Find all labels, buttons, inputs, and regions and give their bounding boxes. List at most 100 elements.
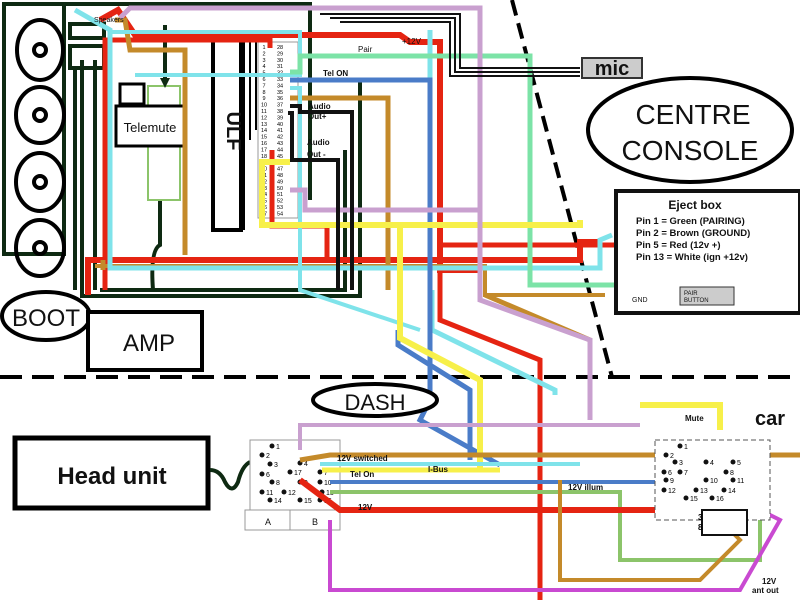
ant-out-label-2: ant out [752, 586, 779, 595]
centre-console-label-2: CONSOLE [622, 135, 759, 166]
connector-pin-label: 8 [276, 480, 280, 487]
speaker-4-icon [14, 218, 66, 278]
ulf-pin: 42 [277, 135, 283, 141]
ulf-pin: 14 [261, 128, 267, 134]
car-b-pin-label: 3 [698, 513, 703, 522]
car-pin-label: 3 [679, 460, 683, 467]
connector-pin [281, 489, 287, 495]
car-pin-label: 16 [716, 496, 724, 503]
eject-box-title: Eject box [668, 198, 722, 212]
pair-label: Pair [358, 45, 373, 54]
ulf-pin: 48 [277, 173, 283, 179]
car-pin-label: 6 [668, 470, 672, 477]
ulf-pin: 36 [277, 96, 283, 102]
car-pin-label: 13 [700, 488, 708, 495]
pair-button-label-1: PAIR [684, 291, 698, 297]
car-pin [683, 495, 689, 501]
amp-label: AMP [123, 330, 175, 357]
connector-pin-label: 6 [266, 472, 270, 479]
audio-out-minus-label-1: Audio [307, 138, 330, 147]
ulf-pin: 29 [277, 51, 283, 57]
dash-zone [311, 382, 439, 418]
ulf-pin: 38 [277, 109, 283, 115]
car-pin [721, 487, 727, 493]
ibus-label: I-Bus [428, 465, 449, 474]
centre-console-zone [586, 76, 794, 184]
head-unit-connector: A B [244, 439, 341, 531]
car-pin-label: 4 [710, 460, 714, 467]
connector-pin [287, 469, 293, 475]
ulf-pin: 40 [277, 122, 283, 128]
ulf-pin: 6 [262, 77, 265, 83]
ulf-pin: 18 [261, 154, 267, 160]
telemute-label: Telemute [124, 120, 177, 135]
car-pin [693, 487, 699, 493]
car-pin-label: 8 [730, 470, 734, 477]
ulf-pin: 12 [261, 115, 267, 121]
ulf-pin: 30 [277, 58, 283, 64]
ulf-pin: 45 [277, 154, 283, 160]
eject-pin-5: Pin 5 = Red (12v +) [636, 240, 720, 251]
connector-pin-label: 2 [266, 453, 270, 460]
connector-pin [317, 469, 323, 475]
head-unit-cable [209, 460, 252, 491]
connector-pin-label: 4 [304, 461, 308, 468]
mute-label: Mute [685, 414, 704, 423]
car-pin-label: 9 [670, 478, 674, 485]
gnd-label: GND [632, 297, 648, 304]
tel-on-label: Tel ON [323, 69, 348, 78]
car-pin [677, 443, 683, 449]
dash-label: DASH [344, 390, 405, 415]
ulf-pin: 17 [261, 147, 267, 153]
ulf-pin: 13 [261, 122, 267, 128]
eject-pin-2: Pin 2 = Brown (GROUND) [636, 228, 750, 239]
speaker-2-icon [14, 85, 66, 145]
ulf-pin: 2 [262, 51, 265, 57]
head-unit-box [12, 435, 211, 511]
ulf-pin: 53 [277, 205, 283, 211]
car-pin-label: 2 [670, 453, 674, 460]
ulf-pin: 7 [262, 83, 265, 89]
car-b-pin-label: 8 [698, 523, 703, 532]
ulf-pin: 3 [262, 58, 265, 64]
car-pin-label: 12 [668, 488, 676, 495]
ulf-pin: 31 [277, 64, 283, 70]
car-pin [703, 477, 709, 483]
speaker-1-icon [15, 18, 65, 82]
pair-button[interactable] [679, 286, 735, 306]
tel-on-dash-label: Tel On [350, 470, 374, 479]
audio-out-minus-label-2: Out - [307, 150, 326, 159]
connector-pin [259, 471, 265, 477]
car-pin [703, 459, 709, 465]
ulf-pin: 37 [277, 103, 283, 109]
car-pin-label: 11 [737, 478, 744, 485]
connector-pin [259, 489, 265, 495]
connector-pin-label: 14 [274, 498, 282, 505]
connector-pin [269, 443, 275, 449]
car-pin [709, 495, 715, 501]
eject-pin-1: Pin 1 = Green (PAIRING) [636, 216, 745, 227]
twelve-v-illum-label: 12V illum [568, 483, 603, 492]
connector-pin-label: 7 [324, 470, 328, 477]
speaker-stack [2, 2, 106, 290]
ulf-pin: 10 [261, 103, 267, 109]
car-pin [723, 469, 729, 475]
eject-box: Eject box Pin 1 = Green (PAIRING) Pin 2 … [614, 189, 800, 315]
car-pin [661, 469, 667, 475]
ulf-pin: 49 [277, 179, 283, 185]
car-pin [730, 459, 736, 465]
ulf-pin: 54 [277, 211, 283, 217]
connector-pin-label: 12 [288, 490, 296, 497]
ulf-pin: 52 [277, 199, 283, 205]
ulf-module: ULF [211, 30, 299, 232]
car-pin [661, 487, 667, 493]
ulf-pin: 1 [262, 45, 265, 51]
console-divider [510, 0, 614, 378]
twelve-v-label: 12V [358, 503, 373, 512]
connector-pin-label: 10 [324, 480, 332, 487]
car-connector-b [701, 509, 748, 536]
car-pin [663, 477, 669, 483]
head-unit-label: Head unit [57, 463, 166, 490]
